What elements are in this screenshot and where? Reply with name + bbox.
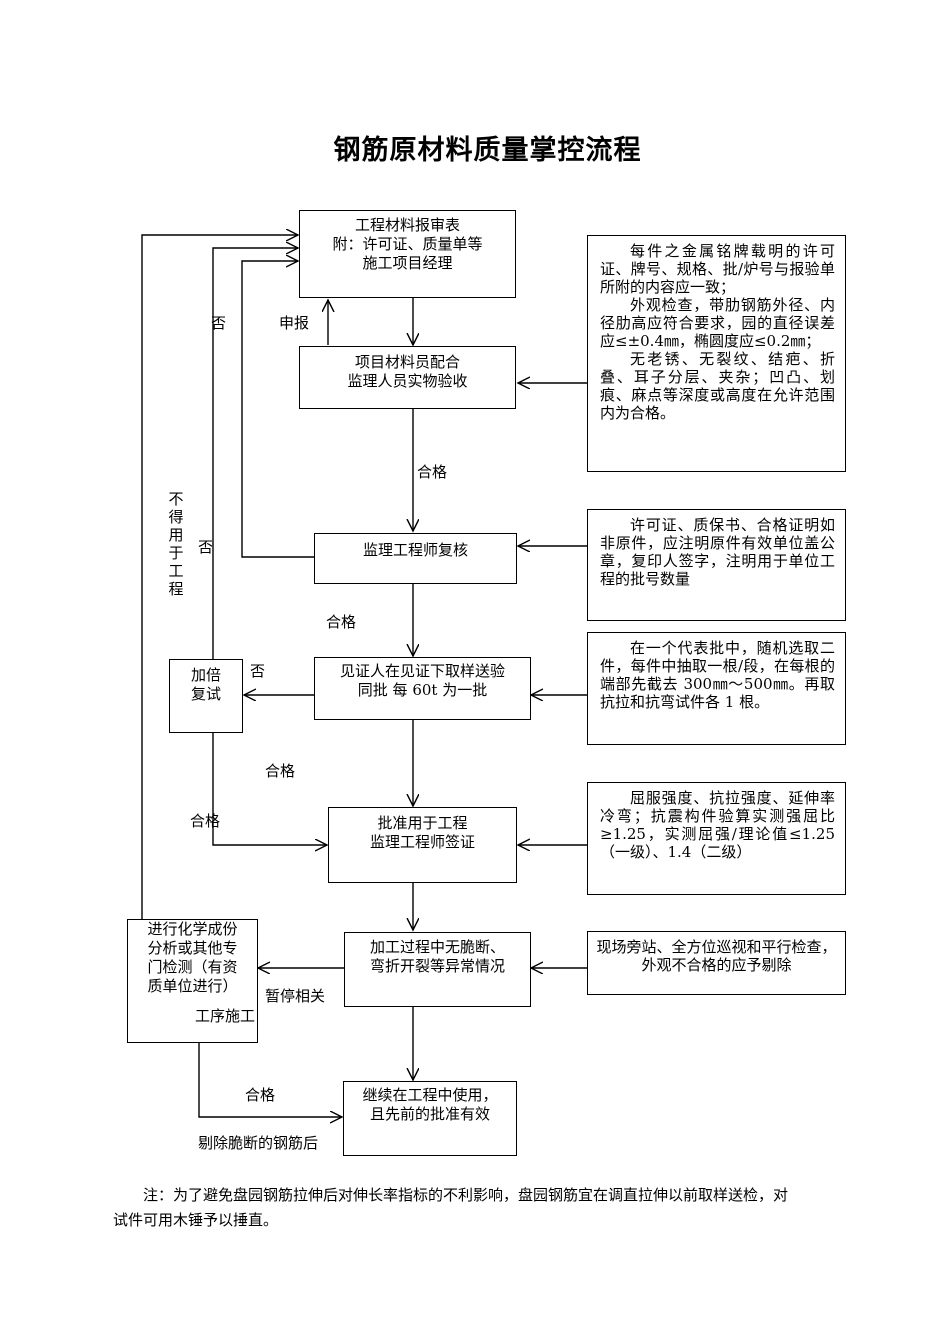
material-report-box: 工程材料报审表 附：许可证、质量单等 施工项目经理 [299,210,516,298]
arrow-retest-to-report [212,248,298,659]
note-material-check: 每件之金属铭牌载明的许可证、牌号、规格、批/炉号与报验单所附的内容应一致； 外观… [587,235,846,472]
processing-box: 加工过程中无脆断、 弯折开裂等异常情况 [344,932,531,1007]
page-title: 钢筋原材料质量掌控流程 [333,135,642,166]
note-site-inspection: 现场旁站、全方位巡视和平行检查，外观不合格的应予剔除 [587,931,846,995]
note-sampling: 在一个代表批中，随机选取二件，每件中抽取一根/段，在每根的端部先截去 300㎜～… [587,632,846,745]
supervisor-review-box: 监理工程师复核 [314,533,517,584]
chemical-analysis-box: 进行化学成份 分析或其他专 门检测（有资 质单位进行） 工序施工 [127,919,258,1043]
arrow-retest-to-approve [212,733,327,845]
note-strength: 屈服强度、抗拉强度、延伸率冷弯；抗震构件验算实测强屈比≥1.25，实测屈强/理论… [587,782,846,895]
label-pass-1: 合格 [417,463,448,481]
chem-sub-label: 工序施工 [194,1007,255,1025]
label-reject-1: 否 [211,314,227,332]
label-pass-5: 合格 [245,1086,276,1104]
label-reject-2: 否 [198,538,214,556]
sampling-box: 见证人在见证下取样送验 同批 每 60t 为一批 [314,657,531,720]
label-shenbao: 申报 [279,314,310,332]
label-remove-brittle: 剔除脆断的钢筋后 [198,1134,319,1152]
note-certificate: 许可证、质保书、合格证明如非原件，应注明原件有效单位盖公章，复印人签字，注明用于… [587,509,846,621]
continue-use-box: 继续在工程中使用， 且先前的批准有效 [343,1081,517,1156]
double-retest-box: 加倍 复试 [169,659,243,733]
arrow-chem-to-report [141,235,298,919]
approval-box: 批准用于工程 监理工程师签证 [328,807,517,883]
label-pass-4: 合格 [190,812,221,830]
physical-inspection-box: 项目材料员配合 监理人员实物验收 [299,346,516,409]
arrow-review-to-report [241,261,314,558]
label-suspend: 暂停相关 [265,987,326,1005]
label-not-for-use: 不得用于工程 [168,490,184,598]
label-pass-3: 合格 [265,762,296,780]
label-reject-3: 否 [250,662,266,680]
arrow-chem-to-continue [198,1043,342,1117]
label-pass-2: 合格 [326,613,357,631]
footer-note: 注：为了避免盘园钢筋拉伸后对伸长率指标的不利影响，盘园钢筋宜在调直拉伸以前取样送… [113,1186,789,1229]
